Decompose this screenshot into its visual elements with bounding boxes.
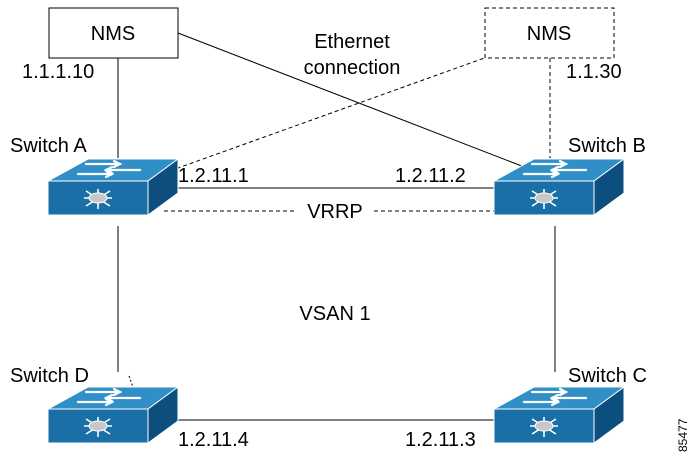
nms-primary-address: 1.1.1.10 — [22, 61, 94, 83]
switch-b-ip: 1.2.11.2 — [395, 165, 466, 187]
ethernet-label-line1: Ethernet — [314, 31, 390, 53]
vsan-label: VSAN 1 — [299, 303, 370, 325]
switch-c-ip: 1.2.11.3 — [405, 429, 476, 451]
nms-primary-box[interactable] — [48, 7, 179, 59]
switch-c-name: Switch C — [568, 365, 647, 387]
switch-b-icon[interactable] — [492, 157, 626, 217]
tick-mark-switch-d — [128, 375, 134, 388]
switch-d-icon[interactable] — [46, 385, 180, 445]
switch-c-icon[interactable] — [492, 385, 626, 445]
switch-d-ip: 1.2.11.4 — [178, 429, 249, 451]
figure-id: 85477 — [676, 418, 690, 452]
switch-a-ip: 1.2.11.1 — [178, 165, 249, 187]
nms-secondary-box[interactable] — [484, 7, 615, 59]
switch-a-icon[interactable] — [46, 157, 180, 217]
ethernet-label-line2: connection — [304, 57, 401, 79]
link-nms1-switch-b — [177, 32, 533, 171]
nms-primary-label: NMS — [91, 23, 135, 45]
nms-secondary-address: 1.1.30 — [566, 61, 622, 83]
switch-a-name: Switch A — [10, 135, 87, 157]
link-nms2-switch-a-dashed — [177, 55, 491, 169]
vrrp-label: VRRP — [307, 201, 363, 223]
switch-d-name: Switch D — [10, 365, 89, 387]
nms-secondary-label: NMS — [527, 23, 571, 45]
connection-lines — [117, 32, 556, 421]
switch-b-name: Switch B — [568, 135, 646, 157]
